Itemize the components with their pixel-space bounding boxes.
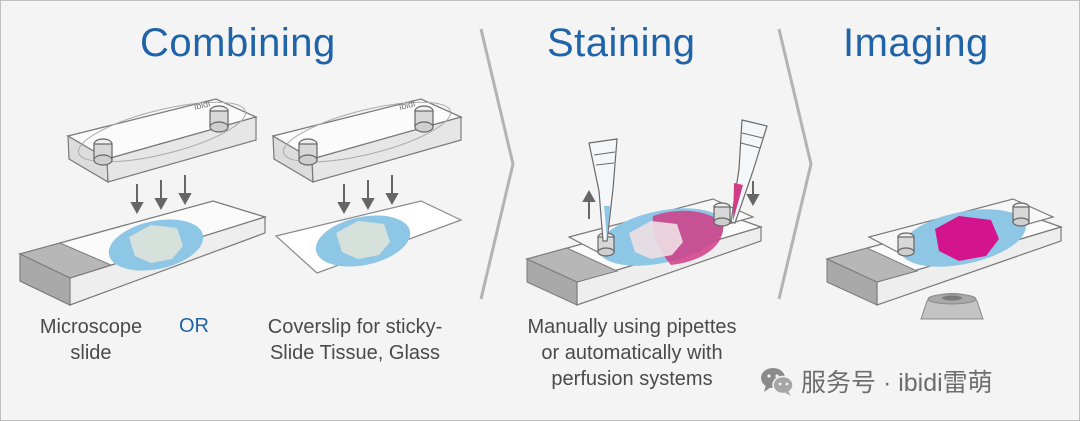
heading-imaging: Imaging <box>843 21 989 65</box>
up-arrow <box>582 189 596 219</box>
svg-text:ibidi: ibidi <box>193 98 211 112</box>
coverslip <box>274 200 463 274</box>
heading-staining: Staining <box>547 21 696 65</box>
wechat-icon <box>761 368 794 396</box>
sticky-slide-top-1: ibidi <box>66 98 258 184</box>
caption-microscope-slide: Microscope slide <box>39 316 143 364</box>
down-arrow <box>746 181 760 207</box>
heading-combining: Combining <box>140 21 336 65</box>
caption-staining: Manually using pipettes or automatically… <box>527 316 737 390</box>
watermark-text: 服务号 · ibidi雷萌 <box>801 369 993 397</box>
staining-assembly <box>525 198 764 306</box>
objective-lens <box>920 293 984 320</box>
sticky-slide-top-2: ibidi <box>271 98 463 184</box>
or-label: OR <box>179 315 209 337</box>
svg-text:ibidi: ibidi <box>398 98 416 112</box>
pipette-right <box>730 119 768 224</box>
watermark: 服务号 · ibidi雷萌 <box>759 363 993 399</box>
chevron-divider-1 <box>479 28 515 300</box>
down-arrows-2 <box>337 175 399 215</box>
pipette-left <box>588 138 618 242</box>
chevron-divider-2 <box>777 28 813 300</box>
down-arrows-1 <box>130 175 192 215</box>
microscope-slide <box>18 200 268 306</box>
caption-coverslip: Coverslip for sticky- Slide Tissue, Glas… <box>267 316 443 364</box>
imaging-assembly <box>825 198 1064 306</box>
